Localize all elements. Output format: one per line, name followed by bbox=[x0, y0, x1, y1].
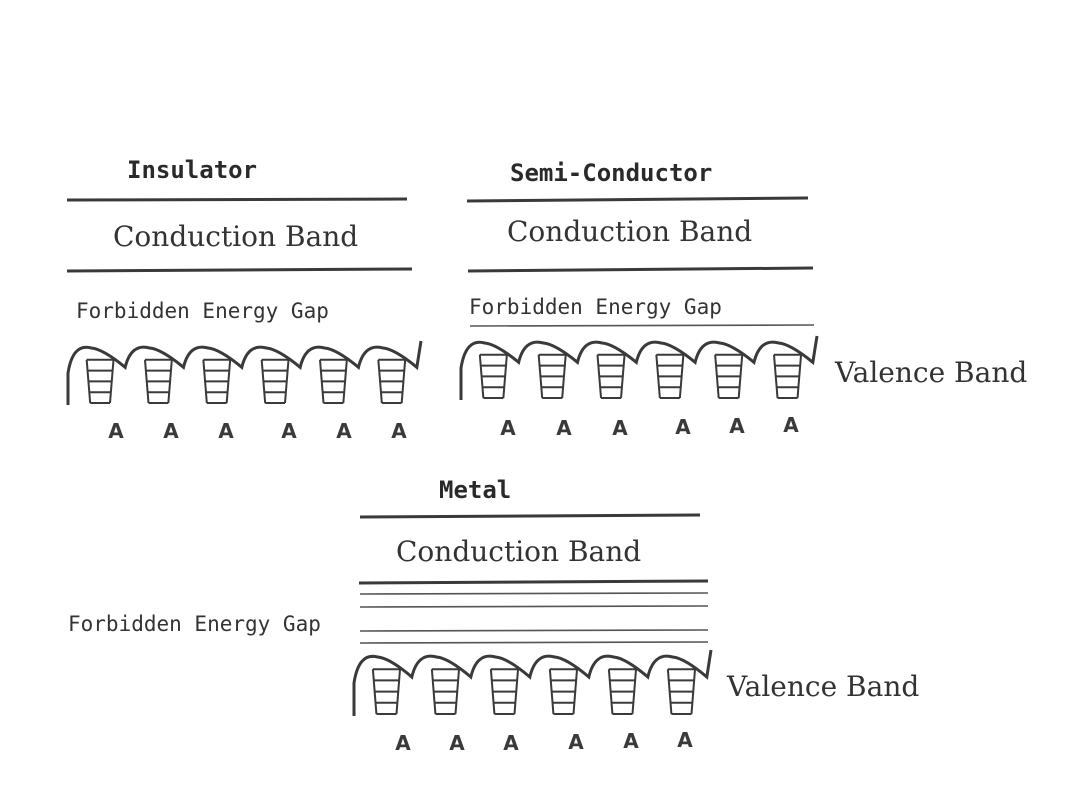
atom-label: A bbox=[556, 416, 572, 440]
metal-conduction-top-line bbox=[359, 513, 701, 519]
atom-label: A bbox=[500, 416, 516, 440]
ladder-side-line bbox=[319, 359, 325, 404]
semiconductor-valence-label: Valence Band bbox=[834, 356, 1027, 389]
metal-overlap-line bbox=[359, 592, 709, 595]
insulator-atom-row: A A A A A A bbox=[108, 419, 407, 443]
ladder-side-line bbox=[489, 669, 496, 715]
ladder-side-line bbox=[144, 359, 150, 404]
semiconductor-valence-wells bbox=[459, 335, 819, 400]
semiconductor-conduction-label: Conduction Band bbox=[507, 215, 752, 248]
semiconductor-conduction-top-line bbox=[466, 196, 809, 203]
ladder-side-line bbox=[109, 359, 115, 404]
semiconductor-title: Semi-Conductor bbox=[510, 159, 712, 187]
ladder-side-line bbox=[478, 354, 485, 399]
atom-label: A bbox=[395, 731, 411, 755]
atom-label: A bbox=[336, 419, 352, 443]
ladder-side-line bbox=[596, 354, 603, 399]
insulator-conduction-top-line bbox=[66, 197, 408, 202]
ladder-side-line bbox=[631, 669, 638, 715]
ladder-side-line bbox=[714, 354, 720, 399]
insulator-panel: Insulator Conduction Band Forbidden Ener… bbox=[66, 156, 423, 443]
metal-valence-label: Valence Band bbox=[726, 670, 919, 703]
atom-label: A bbox=[391, 419, 407, 443]
valence-arch-curve bbox=[459, 335, 819, 400]
ladder-side-line bbox=[502, 354, 508, 399]
metal-conduction-label: Conduction Band bbox=[396, 535, 641, 568]
metal-gap-label: Forbidden Energy Gap bbox=[68, 612, 321, 636]
atom-label: A bbox=[612, 416, 628, 440]
metal-atom-row: A A A A A A bbox=[395, 728, 693, 755]
ladder-side-line bbox=[655, 354, 661, 399]
atom-label: A bbox=[449, 731, 465, 755]
valence-arch-curve bbox=[352, 649, 713, 716]
ladder-side-line bbox=[796, 354, 803, 399]
ladder-side-line bbox=[225, 359, 232, 404]
atom-label: A bbox=[623, 729, 639, 753]
ladder-side-line bbox=[430, 669, 437, 715]
insulator-gap-label: Forbidden Energy Gap bbox=[76, 299, 329, 323]
ladder-side-line bbox=[400, 359, 407, 404]
atom-label: A bbox=[503, 731, 519, 755]
ladder-side-line bbox=[454, 669, 461, 715]
atom-label: A bbox=[675, 415, 691, 439]
ladder-side-line bbox=[678, 354, 685, 399]
ladder-side-line bbox=[548, 669, 555, 715]
atom-label: A bbox=[783, 413, 799, 437]
insulator-valence-wells bbox=[66, 340, 423, 405]
metal-valence-wells bbox=[352, 649, 713, 716]
ladder-side-line bbox=[561, 354, 567, 399]
ladder-side-line bbox=[202, 359, 208, 404]
ladder-side-line bbox=[342, 359, 348, 404]
insulator-title: Insulator bbox=[127, 156, 257, 184]
semiconductor-atom-row: A A A A A A bbox=[500, 413, 799, 440]
ladder-side-line bbox=[666, 669, 673, 715]
ladder-side-line bbox=[737, 354, 744, 399]
atom-label: A bbox=[108, 419, 124, 443]
atom-label: A bbox=[729, 414, 745, 438]
ladder-side-line bbox=[572, 669, 579, 715]
ladder-side-line bbox=[260, 359, 267, 404]
insulator-conduction-bottom-line bbox=[66, 267, 413, 273]
insulator-conduction-label: Conduction Band bbox=[113, 220, 358, 253]
metal-conduction-bottom-line bbox=[358, 579, 709, 585]
atom-label: A bbox=[218, 419, 234, 443]
ladder-side-line bbox=[690, 669, 697, 715]
ladder-side-line bbox=[395, 669, 402, 715]
ladder-side-line bbox=[620, 354, 626, 399]
ladder-side-line bbox=[537, 354, 544, 399]
valence-arch-curve bbox=[66, 340, 423, 405]
ladder-side-line bbox=[377, 359, 383, 404]
ladder-side-line bbox=[85, 359, 92, 404]
atom-label: A bbox=[163, 419, 179, 443]
ladder-side-line bbox=[167, 359, 173, 404]
atom-label: A bbox=[677, 728, 693, 752]
metal-overlap-line bbox=[359, 605, 709, 608]
semiconductor-gap-line bbox=[469, 324, 815, 327]
atom-label: A bbox=[281, 419, 297, 443]
metal-overlap-line bbox=[359, 629, 709, 632]
metal-overlap-line bbox=[359, 641, 709, 644]
ladder-side-line bbox=[284, 359, 290, 404]
ladder-side-line bbox=[772, 354, 779, 399]
semiconductor-gap-label: Forbidden Energy Gap bbox=[469, 295, 722, 319]
atom-label: A bbox=[568, 730, 584, 754]
metal-panel: Metal Conduction Band Forbidden Energy G… bbox=[68, 476, 919, 755]
ladder-side-line bbox=[513, 669, 520, 715]
ladder-side-line bbox=[607, 669, 614, 715]
ladder-side-line bbox=[371, 669, 378, 715]
metal-title: Metal bbox=[439, 476, 511, 504]
semiconductor-conduction-bottom-line bbox=[467, 266, 814, 273]
semiconductor-panel: Semi-Conductor Conduction Band Forbidden… bbox=[459, 159, 1027, 440]
